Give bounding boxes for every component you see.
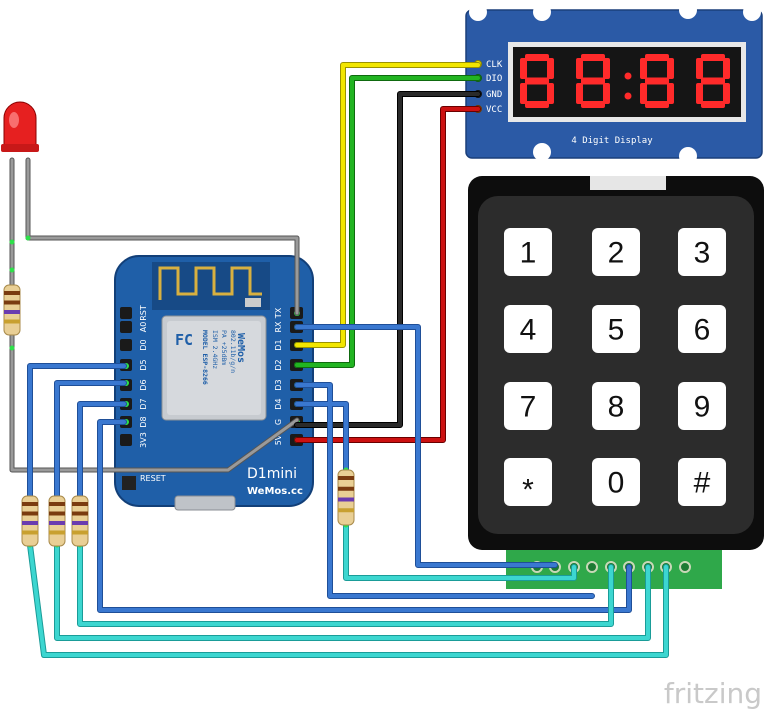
right-pin-label: D2 (274, 359, 283, 370)
right-pin-label: TX (274, 307, 283, 319)
key-3: 3 (678, 228, 726, 276)
right-pin-label: 5V (274, 434, 283, 445)
board-brand: WeMos.cc (247, 486, 303, 497)
fritzing-watermark: fritzing (664, 677, 762, 710)
key-6: 6 (678, 305, 726, 353)
key-8: 8 (592, 382, 640, 430)
left-pin-label: A0 (139, 322, 148, 333)
keypad-resistor-3 (71, 495, 89, 547)
shield-line-model: MODEL ESP-8266 (201, 330, 209, 385)
key-label: 7 (520, 391, 537, 424)
pin-label-dio: DIO (486, 74, 502, 84)
colon-dot-top (624, 72, 632, 80)
right-pin-label: G (274, 419, 283, 425)
digit-1 (520, 54, 554, 108)
key-label: 8 (608, 391, 625, 424)
key-label: * (522, 474, 534, 507)
left-pin-label: 3V3 (139, 432, 148, 448)
key-label: 1 (520, 237, 537, 270)
board-name: D1mini (247, 466, 297, 482)
wire-green-dio (294, 75, 481, 368)
wire-black-gnd (294, 91, 481, 428)
seven-segment-digits (520, 54, 730, 108)
left-pin-label: D8 (139, 416, 148, 427)
shield-brand: WeMos (235, 333, 246, 363)
left-header-pin (120, 321, 132, 333)
left-pin-label: D0 (139, 339, 148, 350)
reset-label: RESET (140, 474, 166, 483)
key-label: # (694, 467, 711, 500)
left-pin-label: RST (139, 305, 148, 321)
wires (9, 62, 669, 658)
key-star: * (504, 458, 552, 507)
key-label: 5 (608, 314, 625, 347)
key-label: 0 (608, 467, 625, 500)
pin-label-clk: CLK (486, 60, 503, 70)
right-pin-label: D4 (274, 398, 283, 409)
key-9: 9 (678, 382, 726, 430)
right-pin-label: RX (274, 321, 283, 333)
left-header-pin (120, 434, 132, 446)
display-label: 4 Digit Display (571, 136, 653, 146)
key-0: 0 (592, 458, 640, 506)
wemos-d1-mini-board: FC WeMos MODEL ESP-8266 ISM 2.4GHz PA +2… (114, 255, 314, 511)
digit-4 (696, 54, 730, 108)
left-header-pin (120, 307, 132, 319)
right-pin-label: D3 (274, 379, 283, 390)
key-4: 4 (504, 305, 552, 353)
colon-dot-bottom (624, 92, 632, 100)
key-label: 4 (520, 314, 537, 347)
keypad-resistor-1 (21, 495, 39, 547)
four-digit-display-module: 4 Digit Display CLK DIO GND VCC (465, 1, 763, 165)
pin-label-gnd: GND (486, 90, 502, 100)
display-pin-labels: CLK DIO GND VCC (486, 60, 503, 115)
key-label: 3 (694, 237, 711, 270)
left-pin-label: D5 (139, 359, 148, 370)
shield-line-wifi: 802.11b/g/n (229, 330, 237, 373)
right-pin-label: D1 (274, 339, 283, 350)
resistors (3, 284, 355, 547)
esp-shield-text: FC WeMos MODEL ESP-8266 ISM 2.4GHz PA +2… (175, 330, 246, 385)
key-label: 2 (608, 237, 625, 270)
keypad-resistor-2 (48, 495, 66, 547)
key-2: 2 (592, 228, 640, 276)
shield-line-ism: ISM 2.4GHz (211, 330, 219, 369)
key-7: 7 (504, 382, 552, 430)
pin-label-vcc: VCC (486, 105, 502, 115)
key-label: 6 (694, 314, 711, 347)
digit-3 (640, 54, 674, 108)
keypad-4x3: 1 2 3 4 5 6 7 8 9 * 0 # (468, 176, 764, 589)
key-1: 1 (504, 228, 552, 276)
left-header-pin (120, 339, 132, 351)
keypad-resistor-4 (337, 469, 355, 526)
wire-red-vcc (294, 106, 481, 443)
led-resistor (3, 284, 21, 336)
key-label: 9 (694, 391, 711, 424)
key-hash: # (678, 458, 726, 506)
digit-2 (576, 54, 610, 108)
fc-mark: FC (175, 331, 193, 349)
shield-line-pa: PA +25dBm (220, 330, 228, 365)
red-led (1, 101, 39, 152)
left-pin-label: D7 (139, 398, 148, 409)
key-5: 5 (592, 305, 640, 353)
left-pin-label: D6 (139, 379, 148, 390)
